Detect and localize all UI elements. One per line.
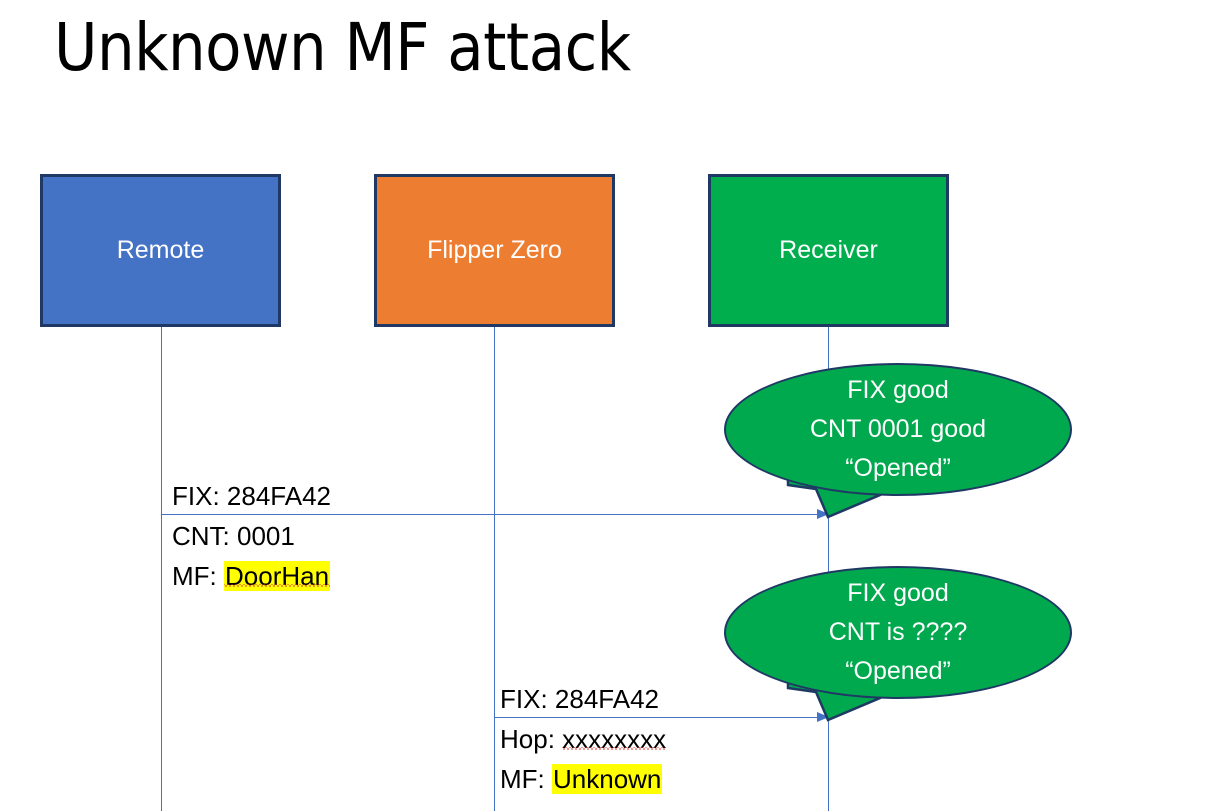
message-1-mf-prefix: MF:	[172, 561, 224, 591]
speech-bubble-receiver-second: FIX good CNT is ???? “Opened”	[724, 566, 1072, 699]
speech-bubble-1-line-1: FIX good	[847, 376, 949, 404]
speech-bubble-1-line-2: CNT 0001 good	[809, 415, 987, 443]
message-arrow-flipper-to-receiver	[495, 712, 829, 722]
actor-box-remote[interactable]: Remote	[40, 174, 281, 327]
message-1-cnt-line: CNT: 0001	[172, 516, 330, 556]
message-2-label-above: FIX: 284FA42	[500, 679, 659, 719]
message-2-hop-line: Hop: xxxxxxxx	[500, 719, 666, 759]
lifeline-remote	[161, 327, 162, 811]
message-2-hop-prefix: Hop:	[500, 724, 563, 754]
message-1-mf-line: MF: DoorHan	[172, 556, 331, 596]
message-2-mf-value: Unknown	[552, 764, 663, 794]
message-1-label-above: FIX: 284FA42	[172, 476, 331, 516]
speech-bubble-2-line-3: “Opened”	[845, 657, 951, 685]
message-1-fix-text: FIX: 284FA42	[172, 481, 331, 511]
actor-label-remote: Remote	[116, 236, 205, 264]
lifeline-receiver	[828, 327, 829, 811]
speech-bubble-receiver-first: FIX good CNT 0001 good “Opened”	[724, 363, 1072, 496]
message-2-hop-value: xxxxxxxx	[562, 724, 667, 754]
actor-label-receiver: Receiver	[779, 236, 878, 264]
message-2-fix-text: FIX: 284FA42	[500, 684, 659, 714]
speech-bubble-1-line-3: “Opened”	[845, 454, 951, 482]
message-1-label-below: CNT: 0001 MF: DoorHan	[172, 516, 331, 596]
message-1-cnt-text: CNT: 0001	[172, 521, 295, 551]
message-2-mf-line: MF: Unknown	[500, 759, 666, 799]
message-2-label-below: Hop: xxxxxxxx MF: Unknown	[500, 719, 666, 799]
actor-label-flipper: Flipper Zero	[427, 236, 562, 264]
actor-box-flipper[interactable]: Flipper Zero	[374, 174, 615, 327]
message-2-mf-prefix: MF:	[500, 764, 552, 794]
speech-bubble-2-line-1: FIX good	[847, 579, 949, 607]
message-1-mf-value: DoorHan	[224, 561, 331, 591]
speech-bubble-2-line-2: CNT is ????	[828, 618, 968, 646]
lifeline-flipper	[494, 327, 495, 811]
actor-box-receiver[interactable]: Receiver	[708, 174, 949, 327]
page-title: Unknown MF attack	[54, 9, 631, 86]
message-arrow-remote-to-receiver	[162, 509, 829, 519]
